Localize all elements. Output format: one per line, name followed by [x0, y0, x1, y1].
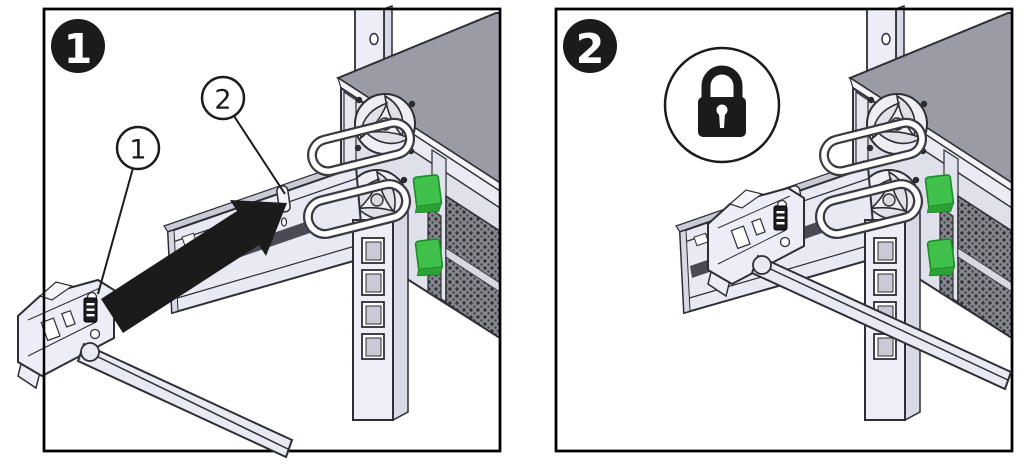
- step-badge-2-label: 2: [576, 25, 605, 73]
- step-badge-1-label: 1: [64, 25, 93, 73]
- cma-arm: [750, 254, 1013, 391]
- insert-direction-arrow-icon: [101, 200, 287, 333]
- callout-1: 1: [97, 125, 161, 295]
- step-badge-1: 1: [51, 19, 105, 73]
- panel-1: 1 2 1: [17, 6, 500, 459]
- step-badge-2: 2: [563, 19, 617, 73]
- lock-icon: [663, 46, 781, 164]
- cma-arm: [76, 342, 294, 459]
- callout-1-label: 1: [129, 135, 146, 166]
- callout-2: 2: [200, 75, 286, 195]
- panel-2: 2: [554, 6, 1013, 453]
- callout-2-label: 2: [214, 85, 231, 116]
